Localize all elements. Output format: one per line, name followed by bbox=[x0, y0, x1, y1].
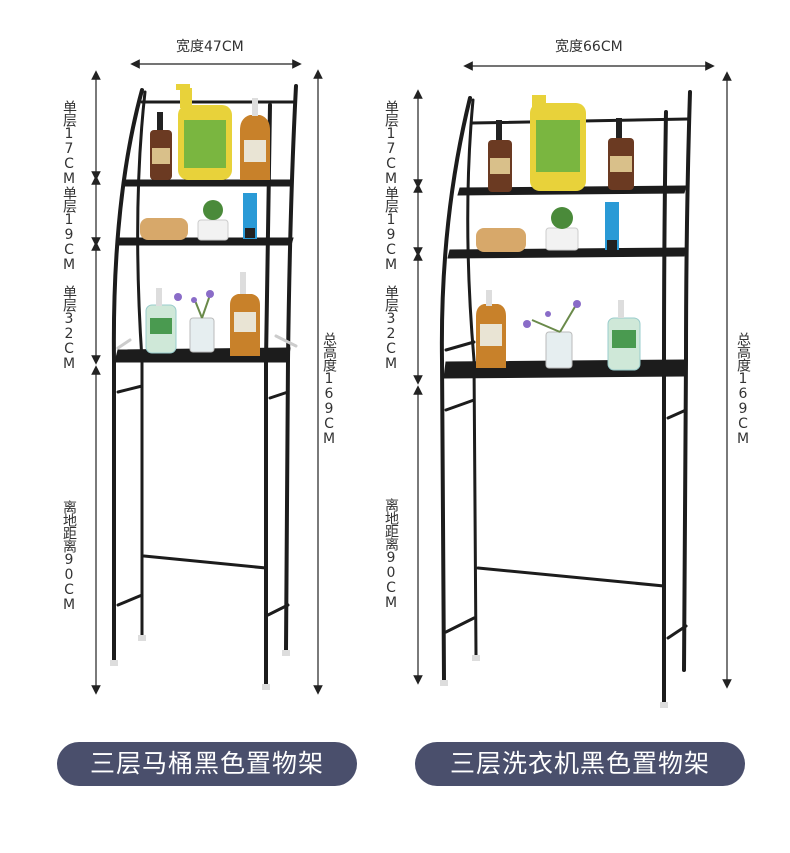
left-tier3-label: 单层32CM bbox=[61, 285, 77, 371]
left-tier1-label: 单层17CM bbox=[61, 100, 77, 186]
left-caption: 三层马桶黑色置物架 bbox=[57, 742, 357, 786]
left-tier2-label: 单层19CM bbox=[61, 186, 77, 272]
right-width-label: 宽度66CM bbox=[555, 39, 623, 55]
right-floor-label: 离地距离90CM bbox=[383, 498, 399, 610]
right-dimension-lines bbox=[413, 61, 732, 689]
right-tier2-label: 单层19CM bbox=[383, 186, 399, 272]
right-rack-items bbox=[476, 95, 641, 371]
left-floor-label: 离地距离90CM bbox=[61, 500, 77, 612]
right-caption: 三层洗衣机黑色置物架 bbox=[415, 742, 745, 786]
left-rack-items bbox=[140, 84, 270, 356]
left-dimension-lines bbox=[91, 59, 323, 695]
right-tier3-label: 单层32CM bbox=[383, 285, 399, 371]
left-total-height-label: 总高度169CM bbox=[321, 332, 337, 446]
right-tier1-label: 单层17CM bbox=[383, 100, 399, 186]
right-total-height-label: 总高度169CM bbox=[735, 332, 751, 446]
left-width-label: 宽度47CM bbox=[176, 39, 244, 55]
